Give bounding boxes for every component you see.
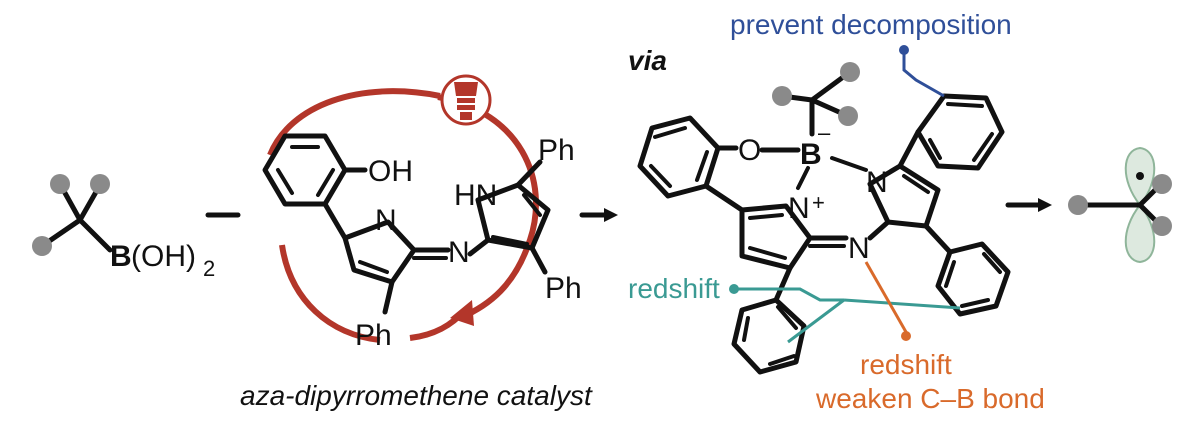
- boron-atom-label: B: [110, 240, 132, 273]
- cycle-arrowhead: [450, 300, 474, 326]
- p-orbital-lower: [1124, 203, 1156, 264]
- bridge-nitrogen-label: N: [848, 232, 870, 265]
- hydroxyl-group-label: (OH): [131, 240, 196, 273]
- alkyl-radical-product: [1068, 146, 1172, 264]
- boron-complex-intermediate: via O B – N + N: [628, 45, 1011, 375]
- alkyl-group-dot: [840, 62, 860, 82]
- weaken-bond-label: weaken C–B bond: [815, 383, 1045, 414]
- boron-charge: –: [818, 120, 831, 145]
- catalytic-cycle-arrow: [437, 94, 539, 321]
- annotation-redshift-weaken: redshift weaken C–B bond: [815, 261, 1045, 414]
- boronic-acid-reagent: B (OH) 2: [32, 174, 215, 281]
- catalyst-structure: OH N Ph N HN Ph Ph aza-dipyrromethene ca…: [240, 74, 593, 411]
- alkyl-group-dot: [32, 236, 52, 256]
- annotation-redshift-left: redshift: [628, 273, 961, 344]
- catalytic-cycle-arrow: [279, 244, 381, 343]
- pyrrole-hn-label: HN: [454, 179, 497, 212]
- alkyl-group-dot: [1152, 216, 1172, 236]
- alkyl-group-dot: [1068, 195, 1088, 215]
- alkyl-group-dot: [1152, 174, 1172, 194]
- catalytic-cycle-arrow: [267, 88, 441, 157]
- hydroxyl-subscript: 2: [203, 256, 215, 281]
- nitrogen-plus-label: N: [788, 192, 810, 225]
- nitrogen-charge: +: [812, 190, 825, 215]
- alkyl-group-dot: [838, 106, 858, 126]
- light-bulb-icon: [440, 74, 492, 126]
- redshift-label-bottom: redshift: [860, 349, 952, 380]
- boron-label: B: [800, 138, 822, 171]
- radical-electron-dot: [1136, 172, 1144, 180]
- reaction-arrow-2: [1005, 198, 1052, 212]
- hydroxyl-label: OH: [368, 155, 413, 188]
- nitrogen-right-label: N: [866, 166, 888, 199]
- alkyl-group-dot: [772, 86, 792, 106]
- alkyl-group-dot: [50, 174, 70, 194]
- annotation-prevent-decomposition: prevent decomposition: [730, 9, 1012, 98]
- catalyst-caption: aza-dipyrromethene catalyst: [240, 380, 593, 411]
- phenyl-label-bottom: Ph: [355, 319, 392, 352]
- prevent-decomposition-label: prevent decomposition: [730, 9, 1012, 40]
- pyrrole-n-label: N: [375, 204, 397, 237]
- oxygen-label: O: [738, 134, 761, 167]
- alkyl-group-dot: [90, 174, 110, 194]
- bridge-n-label: N: [448, 236, 470, 269]
- phenyl-label-top: Ph: [538, 134, 575, 167]
- reaction-arrow-1: [579, 208, 618, 222]
- via-label: via: [628, 45, 667, 76]
- phenyl-label-right: Ph: [545, 272, 582, 305]
- redshift-label-left: redshift: [628, 273, 720, 304]
